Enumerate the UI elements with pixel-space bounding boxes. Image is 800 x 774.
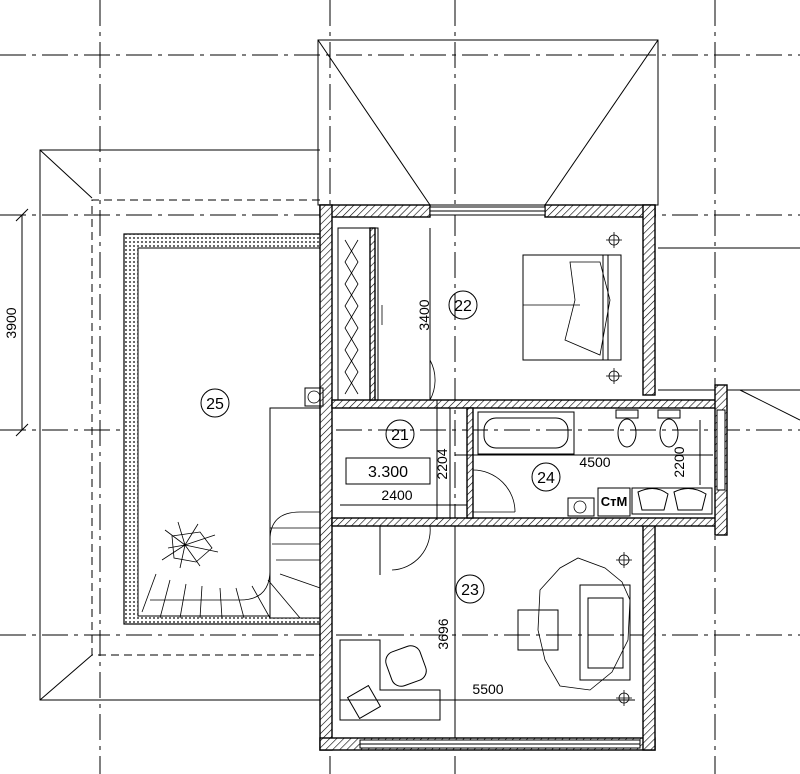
- chair-icon: [385, 645, 427, 687]
- dimension-2200: 2200: [671, 446, 687, 477]
- dimension-5500: 5500: [472, 681, 503, 697]
- bedside-lamp-icon: [606, 232, 622, 384]
- stair-treads: [141, 527, 327, 619]
- terrace-area: [123, 233, 327, 625]
- dimension-3900: 3900: [3, 307, 19, 338]
- washbasin-icon: [631, 487, 713, 515]
- wardrobe-hangers: [344, 239, 359, 395]
- dimension-2204: 2204: [434, 448, 450, 479]
- room-number-25: 25: [206, 396, 224, 413]
- bathroom: [477, 409, 713, 517]
- windows: [359, 206, 726, 749]
- bedroom: [337, 227, 622, 401]
- toilet-icon: [615, 409, 681, 448]
- dimension-3696: 3696: [435, 618, 451, 649]
- study: [339, 552, 632, 721]
- dimension-2400: 2400: [381, 487, 412, 503]
- roof-outline: [39, 39, 800, 701]
- fixture-label: СтМ: [601, 494, 628, 509]
- room-markers: [200, 290, 561, 604]
- desk-icon: [339, 639, 441, 721]
- dimension-4500: 4500: [579, 454, 610, 470]
- level-mark: 3.300: [368, 464, 408, 481]
- level-mark-box: [345, 457, 431, 485]
- room-number-24: 24: [537, 470, 555, 487]
- hall: [304, 387, 516, 575]
- room-number-23: 23: [461, 582, 479, 599]
- room-number-22: 22: [454, 298, 472, 315]
- dimension-3400: 3400: [416, 299, 432, 330]
- dimension-lines: [15, 208, 713, 738]
- room-number-21: 21: [391, 427, 409, 444]
